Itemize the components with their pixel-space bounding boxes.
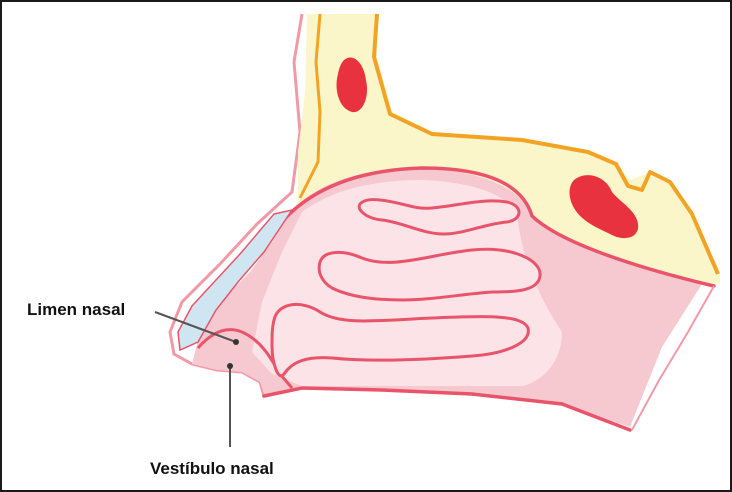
limen-nasal-marker	[233, 339, 239, 345]
vestibulo-nasal-marker	[227, 363, 233, 369]
middle-turbinate	[319, 249, 540, 300]
vestibulo-nasal-label: Vestíbulo nasal	[150, 459, 274, 479]
limen-nasal-label: Limen nasal	[27, 300, 125, 320]
